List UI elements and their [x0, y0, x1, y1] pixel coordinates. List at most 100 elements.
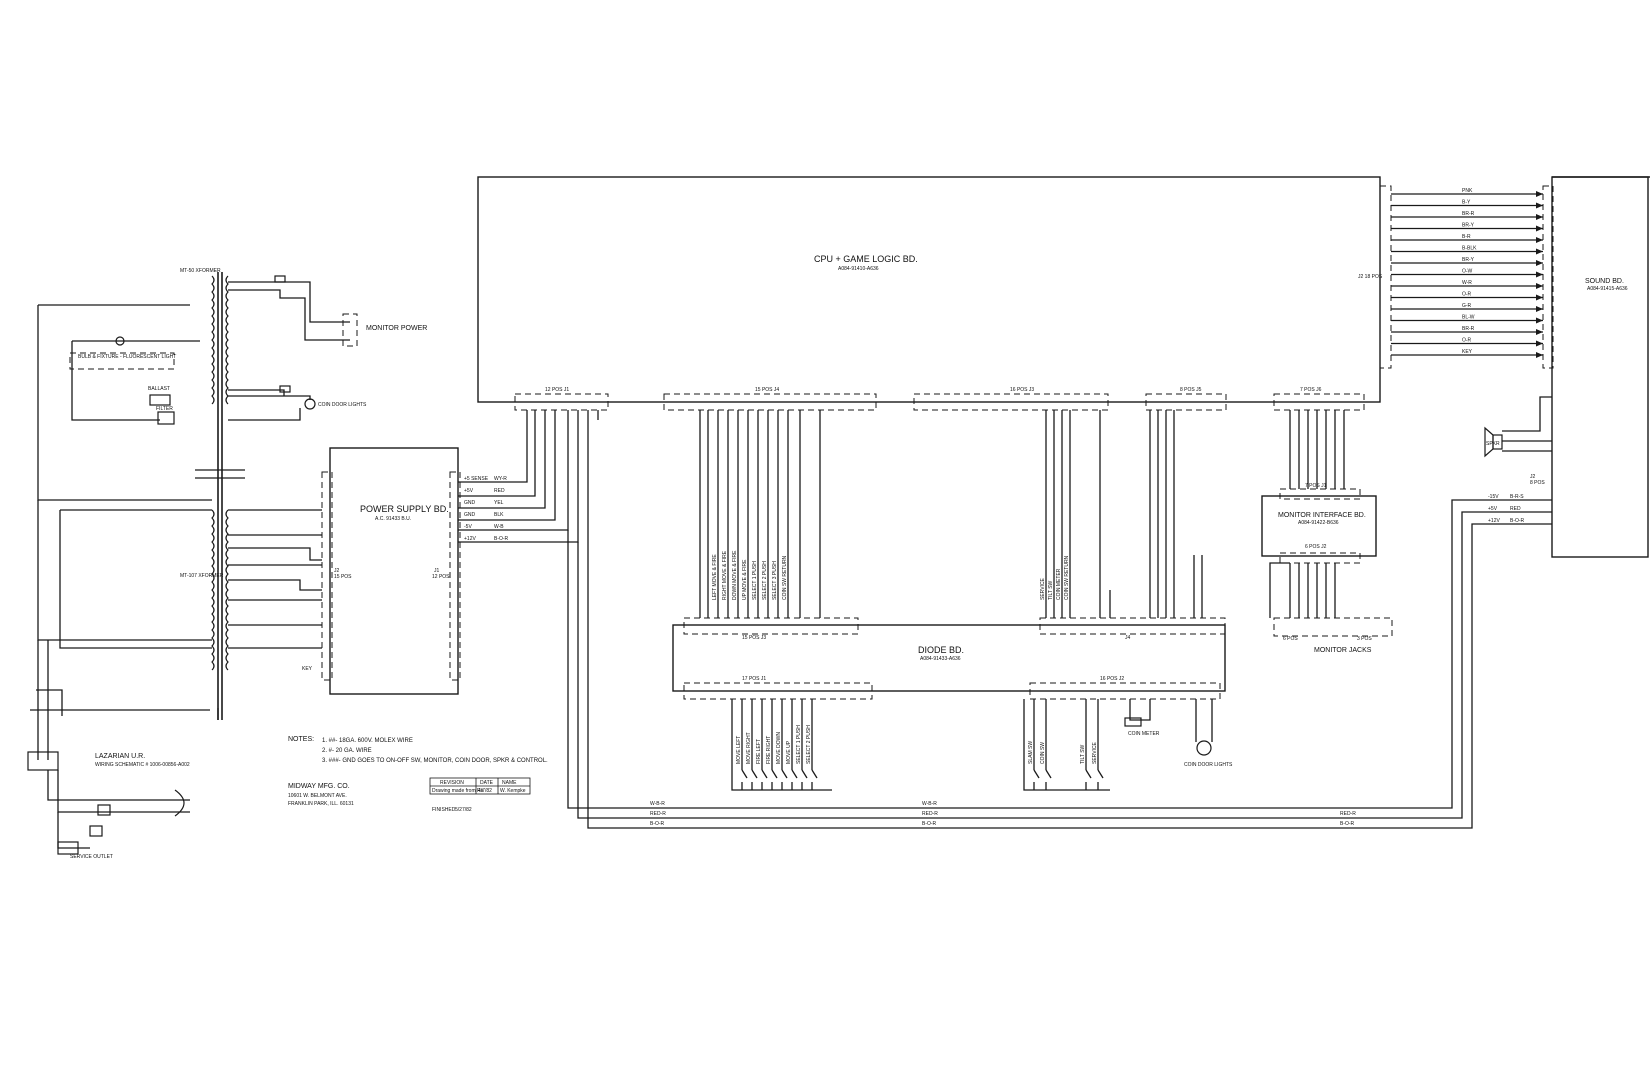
wire	[458, 410, 546, 509]
cpu-j1-connector	[514, 393, 609, 411]
sound-wire-label: O-W	[1462, 269, 1473, 275]
bus-label: B-O-R	[922, 821, 937, 827]
switch-icon	[791, 769, 798, 779]
power-j1-connector	[449, 471, 461, 681]
switch-icon	[771, 769, 778, 779]
schematic-number: WIRING SCHEMATIC # 1006-00856-A002	[95, 762, 190, 768]
diode-input-label: SERVICE	[1040, 577, 1046, 600]
power-j2-connector	[321, 471, 333, 681]
xformer-coil-icon	[225, 275, 229, 405]
monitor-interface-part: A084-91422-B636	[1298, 520, 1339, 526]
sound-board-title: SOUND BD.	[1585, 278, 1624, 285]
sound-power-wire: B-O-R	[1510, 518, 1525, 524]
speaker-label: SPKR	[1486, 441, 1500, 447]
diode-input-label: COIN SW RETURN	[782, 555, 788, 600]
diode-board: DIODE BD. A084-91433-A636 15 POS J3 J4 1…	[672, 617, 1226, 700]
note-1: 1. ##- 18GA. 600V. MOLEX WIRE	[322, 738, 413, 744]
switch-icon	[1085, 769, 1092, 779]
diode-input-label: COIN METER	[1056, 568, 1062, 600]
finished-label: FINISHED	[432, 807, 456, 813]
game-title: LAZARIAN U.R.	[95, 753, 145, 760]
sound-wire-label: W-R	[1462, 280, 1472, 286]
wire	[1023, 699, 1110, 791]
wire	[731, 699, 832, 791]
bus-label: B-O-R	[650, 821, 665, 827]
sound-power-label: -15V	[1488, 494, 1499, 500]
revision-cell: Drawing made from Ra	[432, 788, 484, 794]
wire	[228, 579, 322, 591]
power-output-wire: RED	[494, 488, 505, 494]
cpu-j6-label: 7 POS J6	[1300, 387, 1322, 393]
revision-header: REVISION	[440, 780, 464, 786]
mi-j1-connector	[1279, 488, 1361, 500]
note-2: 2. #- 20 GA. WIRE	[322, 748, 372, 754]
diode-input-label: TILT SW	[1048, 580, 1054, 600]
service-outlet-label: SERVICE OUTLET	[70, 854, 113, 860]
switch-label: MOVE LEFT	[736, 736, 742, 764]
switch-icon	[801, 769, 808, 779]
sound-wire-label: O-R	[1462, 292, 1472, 298]
revision-cell: 4/7/82	[478, 788, 492, 794]
switch-label: TILT SW	[1080, 744, 1086, 764]
diode-j4-label: J4	[1125, 635, 1131, 641]
cpu-j2-label: J2 18 POS	[1358, 274, 1383, 280]
monitor-interface-title: MONITOR INTERFACE BD.	[1278, 512, 1366, 519]
cpu-board-outline	[477, 176, 1381, 403]
switch-label: MOVE DOWN	[776, 732, 782, 764]
cpu-j1-label: 12 POS J1	[545, 387, 569, 393]
wire	[59, 510, 212, 649]
switch-label: SERVICE	[1092, 741, 1098, 764]
fuse-icon	[89, 825, 103, 837]
bus-wire-3	[587, 523, 1530, 829]
cpu-j3-label: 16 POS J3	[1010, 387, 1034, 393]
sound-wire-label: B-BLK	[1462, 246, 1477, 252]
diode-input-label: UP MOVE & FIRE	[742, 559, 748, 600]
cpu-j3-connector	[913, 393, 1109, 411]
power-j2-pos: 15 POS	[334, 574, 352, 580]
power-output-wire: W-B	[494, 524, 504, 530]
switch-label: FIRE LEFT	[756, 739, 762, 764]
fuse-icon	[97, 804, 111, 816]
wire	[228, 281, 350, 323]
switch-icon	[1033, 769, 1040, 779]
power-j1-pos: 12 POS	[432, 574, 450, 580]
filter-icon	[157, 411, 175, 425]
sound-wire-label: BR-R	[1462, 326, 1475, 332]
xformer-coil-icon	[225, 509, 229, 671]
mj-left-label: 6 POS	[1283, 636, 1298, 642]
sound-wire-label: BL-W	[1462, 315, 1475, 321]
note-3: 3. ###- GND GOES TO ON-OFF SW, MONITOR, …	[322, 758, 548, 764]
fuse-icon	[274, 275, 286, 283]
switch-label: SLAM SW	[1028, 741, 1034, 764]
switch-label: MOVE UP	[786, 740, 792, 764]
power-supply-outline	[329, 447, 459, 695]
power-j1-label: J1	[434, 568, 440, 574]
diode-input-label: COIN SW RETURN	[1064, 555, 1070, 600]
cpu-board-title: CPU + GAME LOGIC BD.	[814, 254, 918, 264]
sound-wire-label: BR-Y	[1462, 223, 1475, 229]
switch-label: FIRE RIGHT	[766, 736, 772, 764]
monitor-interface-wire-bundle	[1269, 410, 1345, 618]
bus-label: B-O-R	[1340, 821, 1355, 827]
wire-arrow-icon	[1536, 352, 1543, 358]
sound-wire-label: G-R	[1462, 303, 1472, 309]
switch-label: COIN SW	[1040, 742, 1046, 764]
diode-input-label: DOWN MOVE & FIRE	[732, 550, 738, 600]
power-output-wire: B-O-R	[494, 536, 509, 542]
wire-arrow-icon	[1536, 283, 1543, 289]
wire	[71, 341, 160, 421]
sound-wire-label: B-Y	[1462, 200, 1471, 206]
fluorescent-label: BULB & FIXTURE - FLUORESCENT LIGHT	[78, 354, 176, 360]
power-output-label: -5V	[464, 524, 472, 530]
wire	[1129, 699, 1151, 721]
power-supply-board: POWER SUPPLY BD. A.C. 91433 B.U. J2 15 P…	[321, 447, 461, 695]
sound-wire-label: PNK	[1462, 188, 1473, 194]
revision-cell: W. Kempke	[500, 788, 526, 794]
fuse-icon	[279, 385, 291, 393]
sound-j2-label: J2	[1530, 474, 1536, 480]
sound-wire-group: PNKB-YBR-RBR-YB-RB-BLKBR-YO-WW-RO-RG-RBL…	[1391, 188, 1543, 358]
wire-arrow-icon	[1536, 260, 1543, 266]
coin-meter-icon	[1124, 717, 1142, 727]
power-output-wire: BLK	[494, 512, 504, 518]
diode-input-label: LEFT MOVE & FIRE	[712, 554, 718, 600]
